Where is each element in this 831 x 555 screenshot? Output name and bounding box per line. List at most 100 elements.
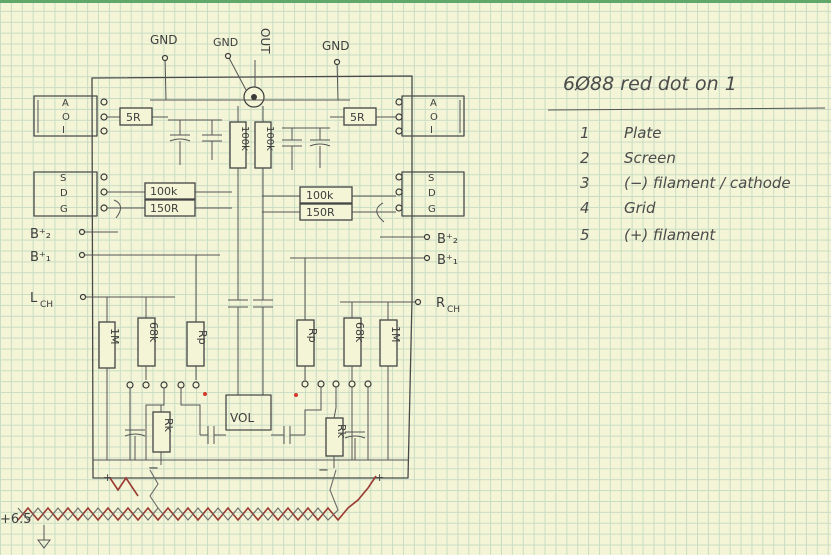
left-150r-label: 150R — [150, 202, 179, 215]
right-tube-pin-1 — [301, 380, 309, 388]
board-outline — [91, 75, 413, 479]
left-jumper — [113, 199, 121, 219]
left-pin-d-label: D — [60, 188, 68, 199]
left-pin-a-label: A — [62, 98, 69, 109]
legend-num-5: 5 — [580, 226, 590, 244]
legend-item-grid: Grid — [624, 199, 656, 217]
left-tube-pin-1 — [126, 381, 134, 389]
rch-terminal — [414, 298, 422, 306]
output-jack-center — [251, 94, 257, 100]
right-pin-d-label: D — [428, 188, 436, 199]
left-tube-pin-4 — [177, 381, 185, 389]
legend-num-2: 2 — [580, 149, 590, 167]
left-150r-resistor — [144, 199, 196, 217]
left-signal-connector — [33, 171, 98, 217]
gnd-right-wire — [336, 59, 339, 101]
vertical-100k-label-1: 100k — [239, 126, 250, 151]
right-tube-pin-5 — [364, 380, 372, 388]
gnd-right-terminal — [333, 58, 341, 66]
plus-left-label: + — [103, 471, 112, 484]
right-5r-label: 5R — [350, 111, 365, 124]
coupling-cap-right — [253, 299, 273, 395]
left-pin-o — [100, 113, 108, 121]
minus-left-label: − — [148, 461, 159, 476]
legend-item-plate: Plate — [624, 124, 662, 142]
right-pin-o-label: O — [430, 112, 438, 123]
right-pin-o — [395, 113, 403, 121]
right-red-dot-marker — [294, 393, 298, 397]
b2-right-terminal — [423, 233, 431, 241]
left-tube-pin-2 — [142, 381, 150, 389]
left-cathode-cap — [124, 429, 146, 460]
legend-underline — [547, 107, 826, 111]
right-cap-2 — [309, 128, 331, 168]
right-1m-label: 1M — [389, 326, 402, 343]
right-pin-g — [395, 204, 403, 212]
rch-label: R — [436, 296, 445, 311]
volume-pot — [225, 394, 272, 431]
right-tube-pin-3 — [332, 380, 340, 388]
b2-right-label: B⁺₂ — [437, 232, 458, 247]
left-red-dot-marker — [203, 392, 207, 396]
b1-left-label: B⁺₁ — [30, 250, 51, 265]
left-tube-pin-5 — [192, 381, 200, 389]
left-pin-s — [100, 173, 108, 181]
left-rk-label: Rk — [162, 418, 175, 433]
right-150r-resistor — [299, 203, 353, 221]
left-heater-branch-grey — [149, 469, 159, 509]
legend-title: 6Ø88 red dot on 1 — [563, 73, 737, 95]
left-pin-i — [100, 127, 108, 135]
left-heater-branch-red — [109, 476, 139, 497]
rch-sub-label: CH — [447, 305, 460, 315]
ground-symbol — [37, 539, 51, 549]
left-100k-label: 100k — [150, 185, 178, 198]
gnd-left-wire — [164, 55, 167, 101]
right-volume-cap — [271, 426, 305, 444]
left-100k-resistor — [144, 182, 196, 200]
coupling-cap-left — [228, 299, 248, 395]
right-cap-1 — [282, 128, 302, 170]
right-pin-a — [395, 98, 403, 106]
left-rk-wires — [129, 388, 201, 465]
b1-right-label: B⁺₁ — [437, 253, 458, 268]
right-rk-label: Rk — [335, 424, 348, 439]
left-pin-s-label: S — [60, 173, 66, 184]
b2-left-terminal — [78, 228, 86, 236]
left-pin-a — [100, 98, 108, 106]
left-pin-g — [100, 204, 108, 212]
left-heater-connector — [33, 95, 98, 137]
gnd-left-terminal — [161, 54, 169, 62]
left-cap-1 — [169, 120, 191, 165]
left-rp-label: Rp — [196, 330, 209, 345]
legend-num-4: 4 — [580, 199, 590, 217]
right-cathode-cap — [344, 431, 366, 460]
right-signal-connector — [401, 171, 465, 217]
left-68k-label: 68k — [147, 322, 160, 343]
left-pin-g-label: G — [60, 204, 68, 215]
minus-right-label: − — [318, 463, 329, 478]
left-pin-i-label: I — [62, 125, 65, 136]
right-rk-wires — [304, 387, 369, 468]
lch-sub-label: CH — [40, 300, 53, 310]
legend-num-3: 3 — [580, 174, 590, 192]
gnd-right-label: GND — [322, 39, 350, 53]
right-pin-g-label: G — [428, 204, 436, 215]
right-pin-s-label: S — [428, 173, 434, 184]
legend-num-1: 1 — [580, 124, 590, 142]
left-pin-o-label: O — [62, 112, 70, 123]
left-cap-2 — [202, 120, 222, 160]
left-volume-cap — [200, 426, 226, 444]
right-150r-label: 150R — [306, 206, 335, 219]
right-tube-pin-2 — [317, 380, 325, 388]
right-rp-label: Rp — [306, 328, 319, 343]
right-rp-resistor — [296, 319, 315, 367]
right-tube-pin-4 — [348, 380, 356, 388]
gnd-mid-terminal — [224, 52, 232, 60]
gnd-left-label: GND — [150, 33, 178, 47]
volume-pot-label: VOL — [230, 411, 254, 425]
right-100k-resistor — [299, 186, 353, 204]
top-margin-rule — [0, 0, 831, 3]
legend-item-screen: Screen — [624, 149, 676, 167]
